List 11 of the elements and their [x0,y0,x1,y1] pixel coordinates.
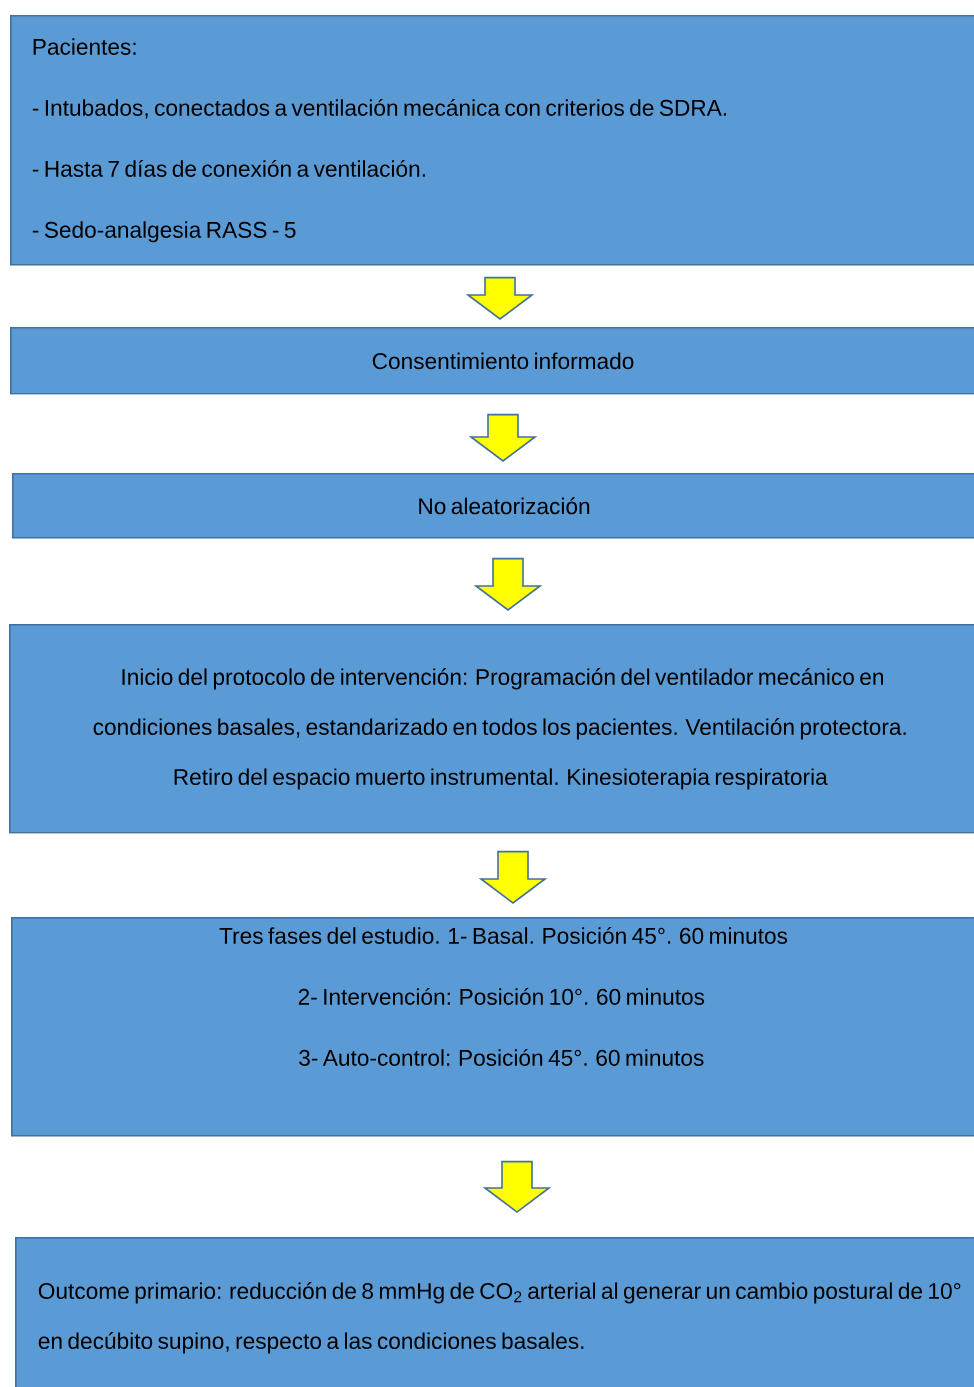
process-box: Tres fases del estudio. 1- Basal. Posición 45°. 60 minutos 2- Intervención: Posición 10°. 60 minutos 3- Auto-control: Posición 45°. 60 minutos [11,917,974,1137]
block-arrow [478,850,548,904]
process-box: Outcome primario: reducción de 8 mmHg de CO$_{2}$ arterial al generar un cambio postural de 10° en decúbito supino, respecto a las condiciones basales. [15,1237,974,1387]
block-arrow [473,557,543,611]
process-box: Pacientes: - Intubados, conectados a ventilación mecánica con criterios de SDRA. - Hasta 7 días de conexión a ventilación. - Sedo-analgesia RASS - 5 [10,15,974,266]
block-arrow [468,413,538,462]
process-box: No aleatorización [12,473,974,539]
block-arrow [465,276,535,320]
block-arrow [482,1160,552,1214]
process-box: Inicio del protocolo de intervención: Programación del ventilador mecánico en condiciones basales, estandarizado en todos los pacientes. Ventilación protectora. Retiro del espacio muerto instrumental. Kinesioterapia respiratoria [9,624,974,834]
process-box: Consentimiento informado [10,327,974,395]
